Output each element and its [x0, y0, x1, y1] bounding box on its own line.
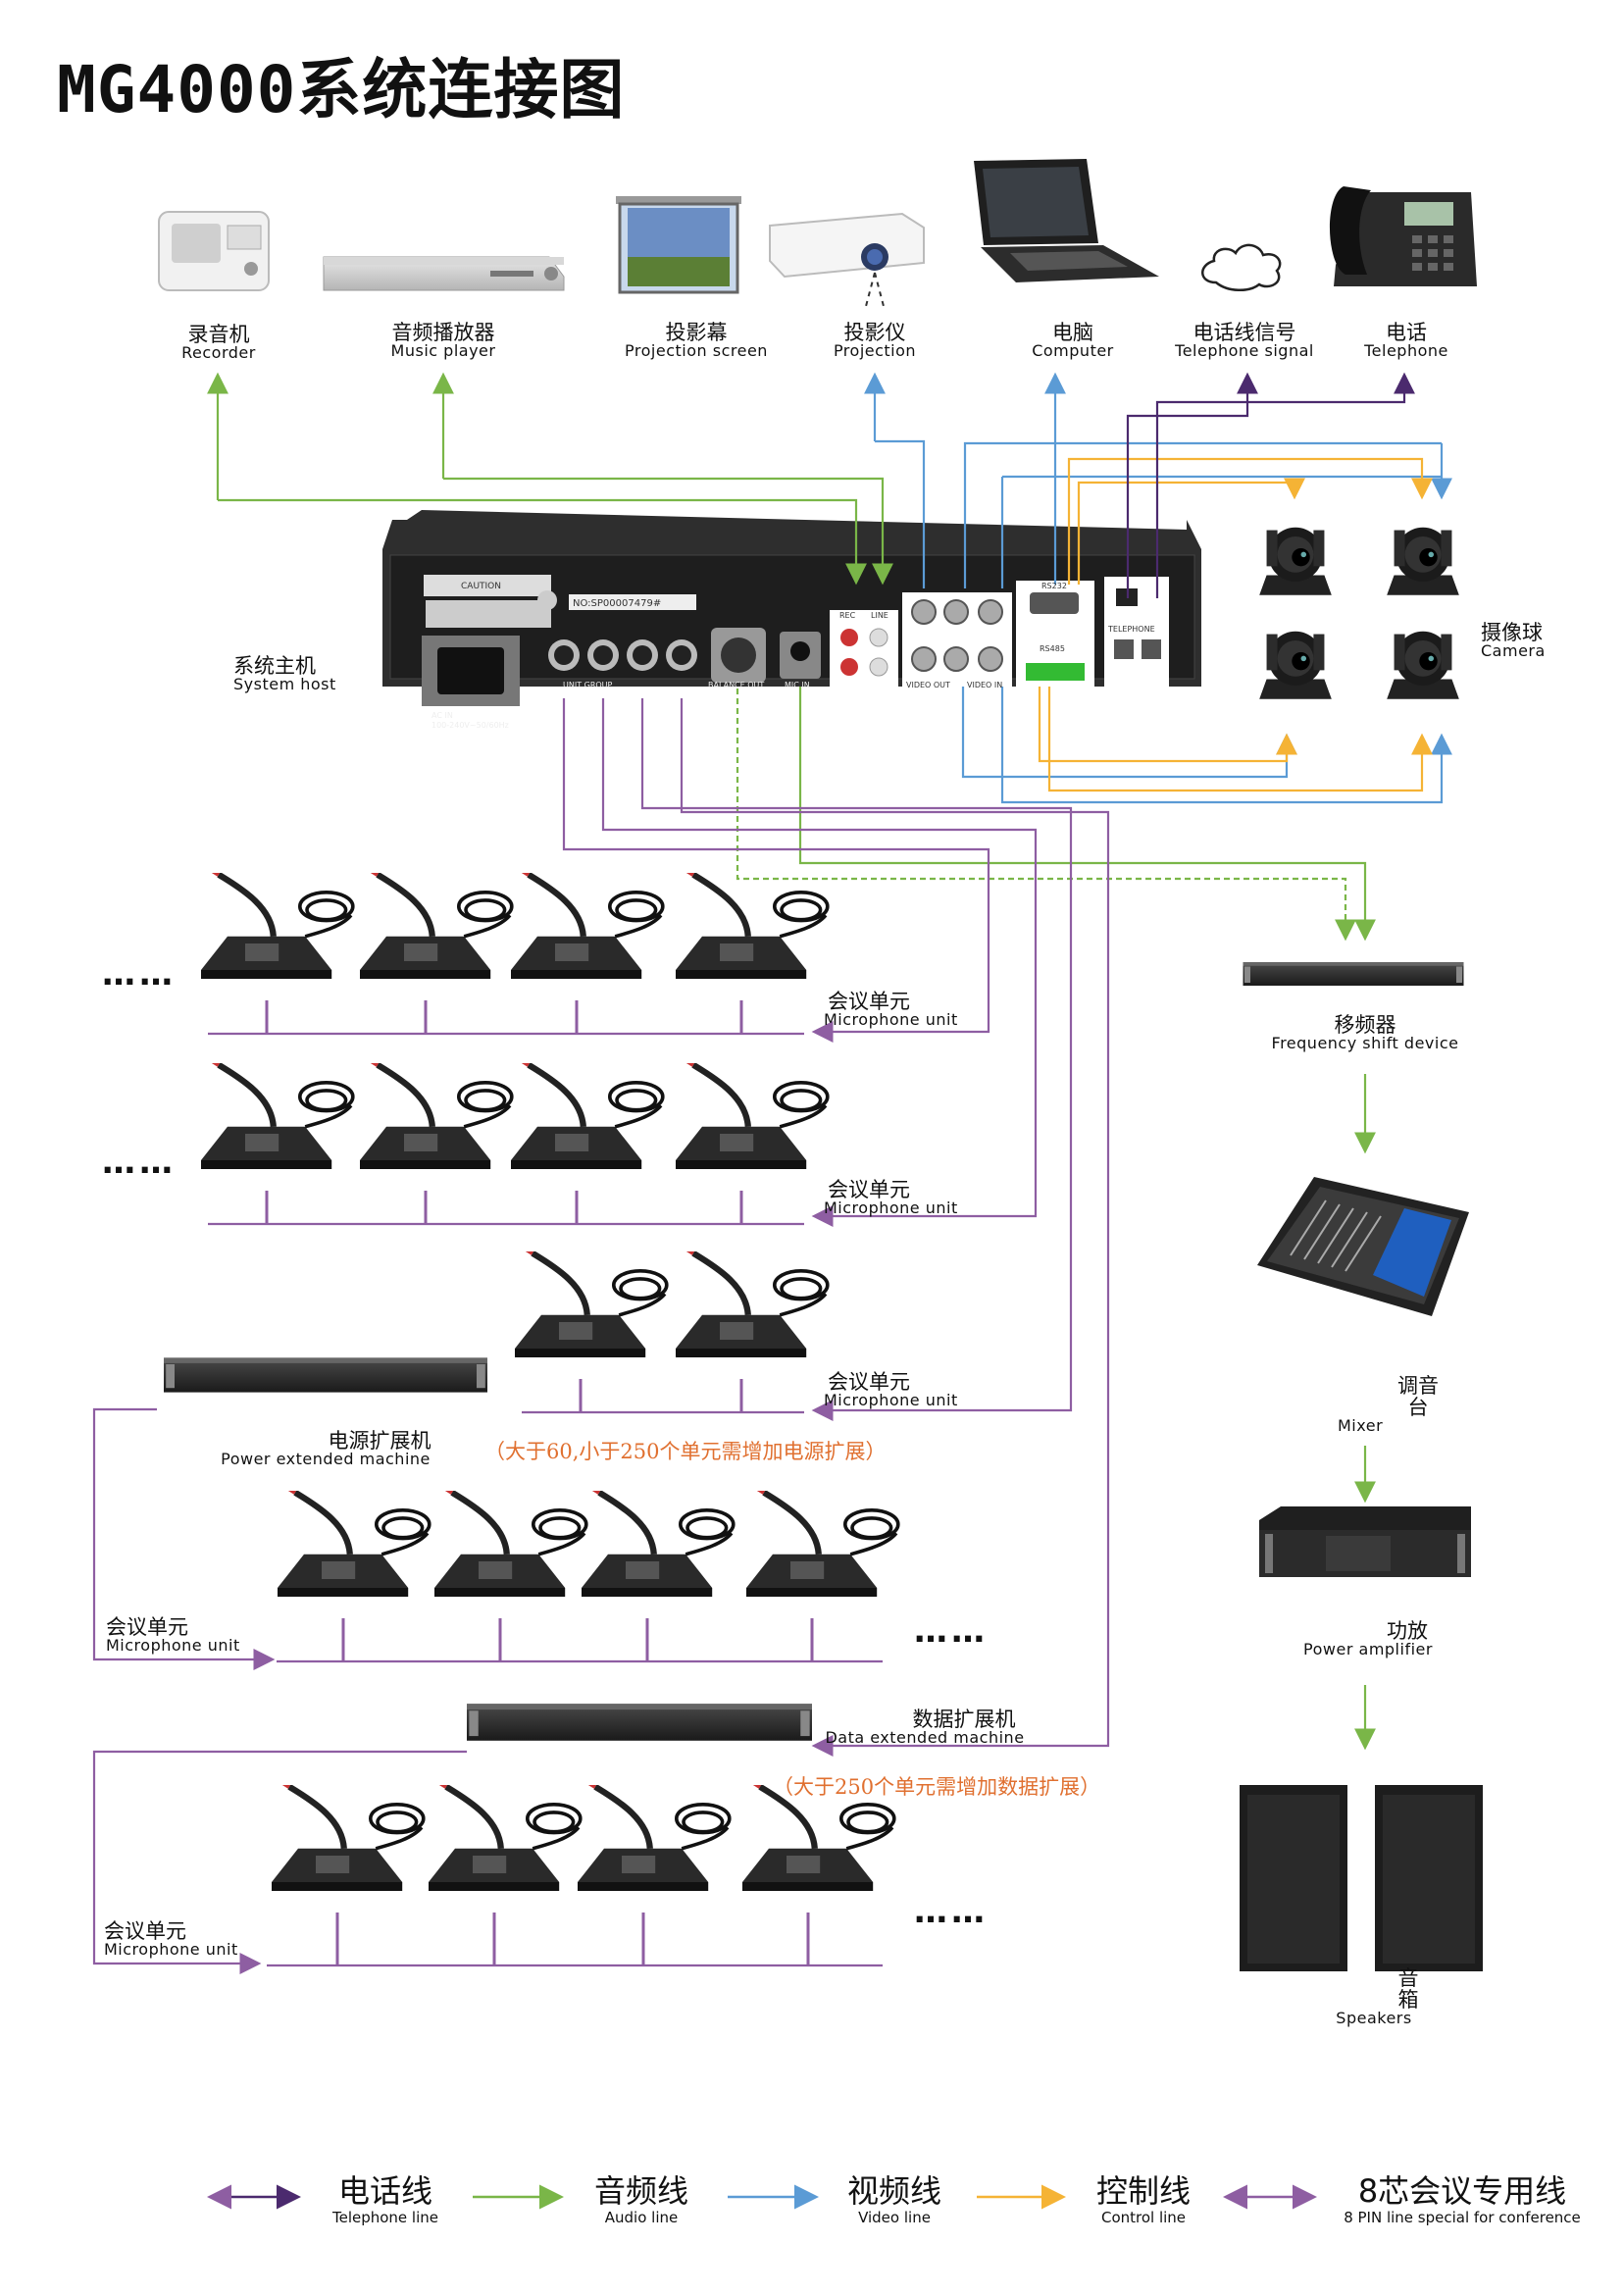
mic-row-2 — [201, 1060, 828, 1169]
data-extended-device — [467, 1704, 812, 1741]
host-rs485-text: RS485 — [1040, 644, 1065, 653]
host-mic-in-text: MIC IN — [785, 681, 810, 689]
frequency-shift-device — [1243, 962, 1464, 986]
more-units-ellipsis: …… — [914, 1892, 989, 1931]
power-extension-note: （大于60,小于250个单元需增加电源扩展） — [484, 1440, 887, 1463]
camera-icon — [1259, 527, 1332, 595]
recorder-device — [158, 211, 270, 291]
camera-icon — [1387, 527, 1459, 595]
power-amplifier-device — [1259, 1506, 1471, 1577]
system-host-device — [382, 510, 1201, 706]
mixer-device — [1257, 1177, 1469, 1316]
host-video-out-text: VIDEO OUT — [906, 681, 950, 689]
host-line-text: LINE — [871, 611, 888, 620]
more-units-ellipsis: …… — [102, 954, 177, 994]
mic-row-3 — [515, 1249, 828, 1357]
host-voltage-text: 100-240V~50/60Hz — [431, 721, 509, 730]
host-caution-text: CAUTION — [461, 582, 501, 591]
music-player-device — [323, 256, 565, 291]
host-balance-out-text: BALANCE OUT — [708, 681, 764, 689]
power-extended-device — [164, 1357, 487, 1393]
camera-icon — [1387, 631, 1459, 699]
telephone-device — [1329, 186, 1477, 286]
speakers-device — [1240, 1785, 1483, 1971]
laptop-device — [974, 159, 1159, 282]
more-units-ellipsis: …… — [914, 1611, 989, 1651]
mic-row-4 — [278, 1488, 898, 1597]
host-telephone-text: TELEPHONE — [1107, 625, 1155, 634]
host-rec-text: REC — [839, 611, 856, 620]
more-units-ellipsis: …… — [102, 1143, 177, 1182]
page-title: MG4000系统连接图 — [57, 52, 626, 128]
projection-screen-device — [616, 196, 741, 294]
host-unit-group-text: UNIT GROUP — [563, 681, 613, 689]
camera-icon — [1259, 631, 1332, 699]
cloud-icon — [1201, 243, 1282, 291]
host-serial-text: NO:SP00007479# — [573, 598, 661, 609]
host-rs232-text: RS232 — [1041, 582, 1067, 590]
projector-device — [769, 212, 925, 311]
mic-row-1 — [201, 870, 828, 979]
host-video-in-text: VIDEO IN — [967, 681, 1002, 689]
host-acin-text: AC IN — [431, 711, 453, 720]
data-extension-note: （大于250个单元需增加数据扩展） — [773, 1775, 1101, 1799]
